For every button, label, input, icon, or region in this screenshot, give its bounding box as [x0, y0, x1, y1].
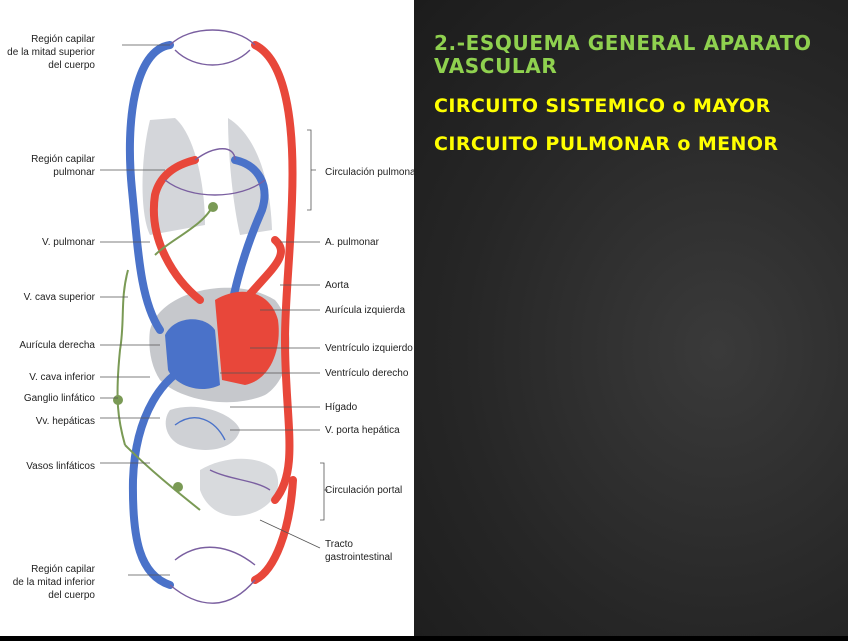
- circuit-pulmonar: CIRCUITO PULMONAR o MENOR: [434, 133, 779, 155]
- leader-lines: [100, 44, 328, 576]
- slide-title: 2.-ESQUEMA GENERAL APARATO VASCULAR: [434, 31, 812, 78]
- label-right-1: A. pulmonar: [325, 237, 380, 248]
- label-left-8: Vasos linfáticos: [26, 461, 95, 472]
- label-right-8: Circulación portal: [325, 485, 402, 496]
- label-left-6: Ganglio linfático: [24, 393, 96, 404]
- labels-right: Circulación pulmonar A. pulmonarAortaAurí…: [325, 167, 420, 563]
- liver-shape: [165, 406, 240, 450]
- circuit-sistemico: CIRCUITO SISTEMICO o MAYOR: [434, 95, 771, 117]
- label-right-5: Ventrículo derecho: [325, 368, 409, 379]
- label-left-3: V. cava superior: [24, 292, 96, 303]
- lymph-vessels: [113, 202, 218, 511]
- label-right-6: Hígado: [325, 402, 358, 413]
- slide-text-panel: 2.-ESQUEMA GENERAL APARATO VASCULAR CIRC…: [414, 0, 848, 636]
- label-right-0: Circulación pulmonar: [325, 167, 414, 178]
- arterial-vessels: [149, 41, 297, 584]
- intestine-shape: [200, 458, 279, 516]
- label-right-7: V. porta hepática: [325, 425, 400, 436]
- capillary-nets: [164, 29, 271, 604]
- label-left-2: V. pulmonar: [42, 237, 96, 248]
- label-left-7: Vv. hepáticas: [36, 416, 95, 427]
- right-heart-chamber: [165, 319, 220, 390]
- left-heart-chamber: [215, 291, 279, 385]
- label-right-2: Aorta: [325, 280, 349, 291]
- label-right-4: Ventrículo izquierdo: [325, 343, 413, 354]
- label-right-3: Aurícula izquierda: [325, 305, 405, 316]
- label-left-5: V. cava inferior: [29, 372, 95, 383]
- label-left-4: Aurícula derecha: [19, 340, 95, 351]
